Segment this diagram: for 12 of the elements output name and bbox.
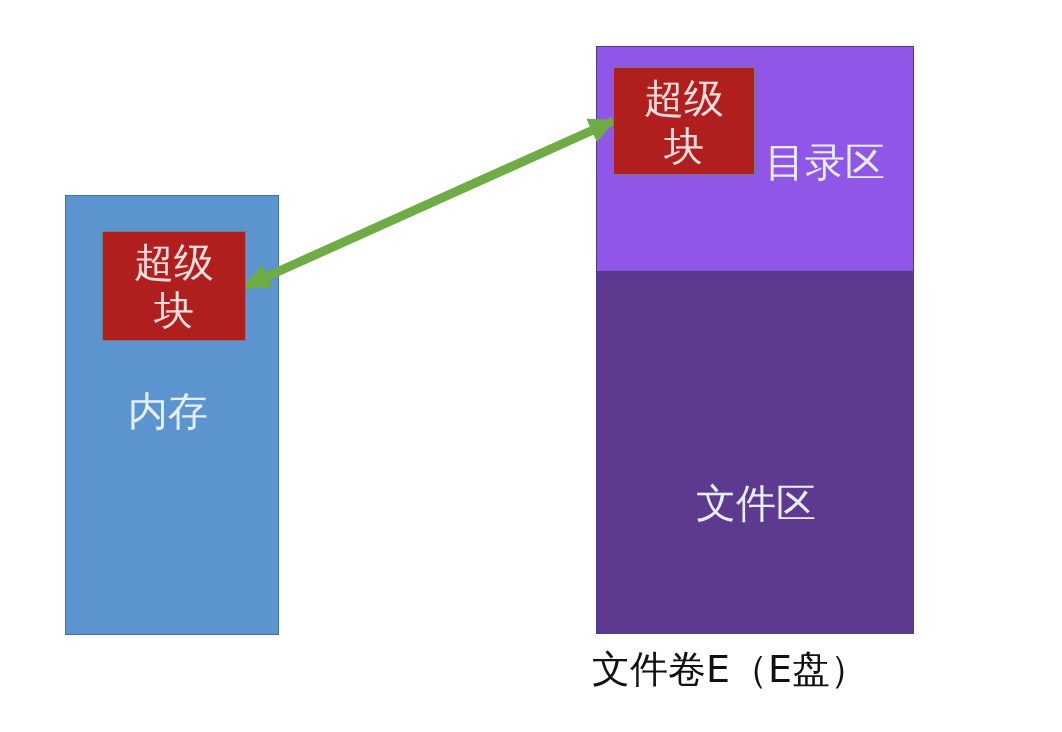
- double-arrow: [243, 116, 616, 291]
- area-label: 内存: [128, 391, 208, 431]
- area-label: 超级块: [643, 74, 725, 170]
- area-label: 目录区: [765, 142, 885, 182]
- memory-box: [65, 195, 279, 635]
- file-area: [596, 272, 914, 634]
- area-label: 超级块: [133, 238, 215, 334]
- super-block-box: [613, 67, 755, 175]
- volume-caption: 文件卷E（E盘）: [592, 650, 869, 688]
- area-label: 文件区: [696, 483, 816, 523]
- super-block-box: [102, 231, 246, 341]
- directory-area: [596, 46, 914, 272]
